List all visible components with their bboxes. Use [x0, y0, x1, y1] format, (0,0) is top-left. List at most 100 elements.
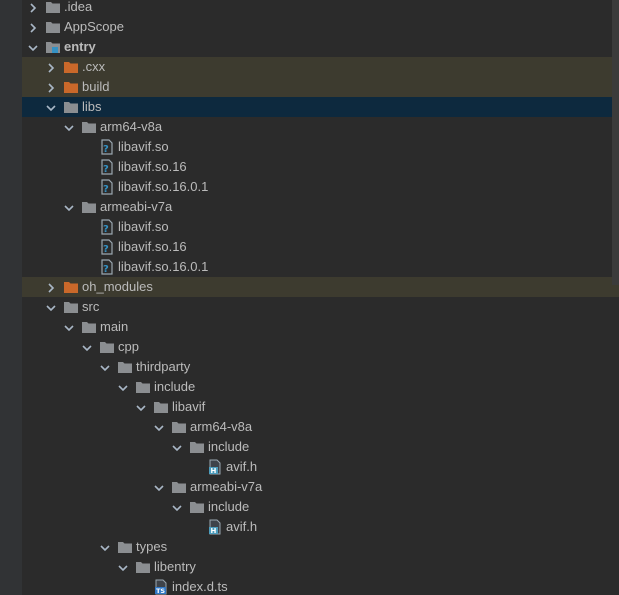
tree-row[interactable]: src: [22, 297, 619, 317]
svg-text:?: ?: [103, 244, 109, 255]
chevron-down-icon[interactable]: [117, 561, 129, 573]
tree-row[interactable]: ?libavif.so.16: [22, 237, 619, 257]
chevron-right-icon[interactable]: [45, 281, 57, 293]
tree-item-label: include: [208, 439, 250, 454]
tree-row[interactable]: ?libavif.so: [22, 137, 619, 157]
tree-row[interactable]: arm64-v8a: [22, 117, 619, 137]
chevron-right-icon[interactable]: [45, 81, 57, 93]
tree-item-label: avif.h: [226, 519, 258, 534]
folder-icon: [63, 299, 79, 315]
excluded-folder-icon: [63, 279, 79, 295]
tree-row[interactable]: thirdparty: [22, 357, 619, 377]
folder-icon: [153, 399, 169, 415]
folder-icon: [135, 559, 151, 575]
chevron-down-icon[interactable]: [63, 121, 75, 133]
tree-item-label: arm64-v8a: [100, 119, 163, 134]
tree-item-label: entry: [64, 39, 96, 54]
tree-item-label: cpp: [118, 339, 139, 354]
chevron-down-icon[interactable]: [171, 501, 183, 513]
chevron-down-icon[interactable]: [99, 541, 111, 553]
tree-row[interactable]: include: [22, 497, 619, 517]
chevron-right-icon[interactable]: [45, 61, 57, 73]
unknown-file-icon: ?: [99, 259, 115, 275]
tree-item-label: libavif: [172, 399, 206, 414]
tree-row[interactable]: libentry: [22, 557, 619, 577]
svg-text:H: H: [211, 527, 217, 535]
tree-row[interactable]: armeabi-v7a: [22, 477, 619, 497]
tree-item-label: libavif.so: [118, 139, 169, 154]
tree-item-label: armeabi-v7a: [100, 199, 173, 214]
svg-text:H: H: [211, 467, 217, 475]
chevron-down-icon[interactable]: [27, 41, 39, 53]
chevron-down-icon[interactable]: [99, 361, 111, 373]
svg-text:?: ?: [103, 224, 109, 235]
excluded-folder-icon: [63, 79, 79, 95]
tree-row[interactable]: AppScope: [22, 17, 619, 37]
chevron-down-icon[interactable]: [153, 481, 165, 493]
tree-row[interactable]: .cxx: [22, 57, 619, 77]
tree-item-label: avif.h: [226, 459, 258, 474]
tree-row[interactable]: libavif: [22, 397, 619, 417]
chevron-down-icon[interactable]: [45, 301, 57, 313]
chevron-down-icon[interactable]: [63, 201, 75, 213]
folder-icon: [81, 319, 97, 335]
tree-row[interactable]: armeabi-v7a: [22, 197, 619, 217]
folder-icon: [189, 499, 205, 515]
svg-text:?: ?: [103, 164, 109, 175]
tree-row[interactable]: entry: [22, 37, 619, 57]
tree-row[interactable]: ?libavif.so.16.0.1: [22, 257, 619, 277]
tree-row[interactable]: arm64-v8a: [22, 417, 619, 437]
tree-item-label: build: [82, 79, 110, 94]
header-file-icon: H: [207, 459, 223, 475]
unknown-file-icon: ?: [99, 239, 115, 255]
tree-row[interactable]: build: [22, 77, 619, 97]
tree-item-label: arm64-v8a: [190, 419, 253, 434]
tree-row[interactable]: cpp: [22, 337, 619, 357]
folder-icon: [81, 199, 97, 215]
chevron-right-icon[interactable]: [27, 21, 39, 33]
unknown-file-icon: ?: [99, 219, 115, 235]
chevron-down-icon[interactable]: [117, 381, 129, 393]
tree-item-label: src: [82, 299, 100, 314]
tree-row[interactable]: include: [22, 377, 619, 397]
tree-row[interactable]: ?libavif.so.16.0.1: [22, 177, 619, 197]
folder-icon: [135, 379, 151, 395]
tree-item-label: index.d.ts: [172, 579, 228, 594]
ts-file-icon: TS: [153, 579, 169, 595]
chevron-right-icon[interactable]: [27, 1, 39, 13]
tree-row[interactable]: TS index.d.ts: [22, 577, 619, 595]
tree-item-label: armeabi-v7a: [190, 479, 263, 494]
tree-item-label: libs: [82, 99, 102, 114]
tree-row[interactable]: ? libavif.so: [22, 217, 619, 237]
chevron-down-icon[interactable]: [171, 441, 183, 453]
tree-item-label: .idea: [64, 0, 93, 14]
module-folder-icon: [45, 39, 61, 55]
tree-item-label: libavif.so.16: [118, 159, 187, 174]
vertical-scrollbar[interactable]: [612, 0, 619, 285]
tree-row[interactable]: ? libavif.so.16: [22, 157, 619, 177]
tree-item-label: libavif.so.16.0.1: [118, 179, 209, 194]
unknown-file-icon: ?: [99, 139, 115, 155]
tree-item-label: oh_modules: [82, 279, 153, 294]
chevron-down-icon[interactable]: [63, 321, 75, 333]
tree-item-label: libavif.so: [118, 219, 169, 234]
tree-gutter: [0, 0, 22, 595]
chevron-down-icon[interactable]: [81, 341, 93, 353]
chevron-down-icon[interactable]: [135, 401, 147, 413]
chevron-down-icon[interactable]: [45, 101, 57, 113]
tree-item-label: types: [136, 539, 168, 554]
tree-row[interactable]: types: [22, 537, 619, 557]
svg-text:TS: TS: [156, 587, 165, 595]
tree-item-label: .cxx: [82, 59, 106, 74]
tree-row[interactable]: oh_modules: [22, 277, 619, 297]
tree-row[interactable]: libs: [22, 97, 619, 117]
folder-icon: [171, 419, 187, 435]
tree-row[interactable]: .idea: [22, 0, 619, 17]
tree-row[interactable]: include: [22, 437, 619, 457]
tree-item-label: thirdparty: [136, 359, 191, 374]
tree-row[interactable]: main: [22, 317, 619, 337]
chevron-down-icon[interactable]: [153, 421, 165, 433]
tree-item-label: include: [208, 499, 250, 514]
